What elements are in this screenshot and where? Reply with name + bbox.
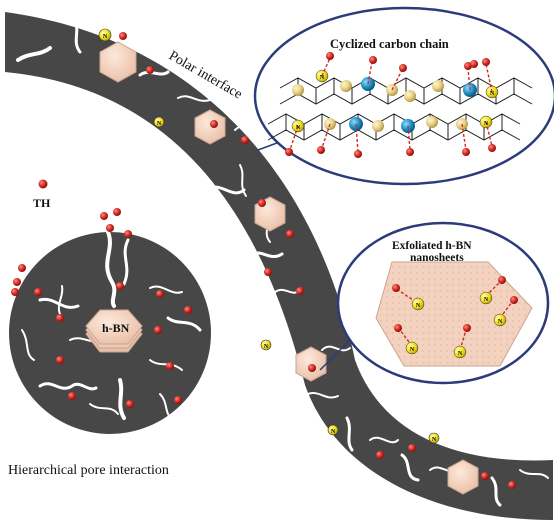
svg-text:N: N [320, 75, 325, 81]
svg-text:N: N [458, 351, 463, 357]
svg-text:N: N [103, 34, 108, 40]
svg-text:N: N [296, 125, 301, 131]
svg-text:N: N [484, 297, 489, 303]
polar-interface-band [5, 12, 553, 520]
pore-hbn-flake [85, 309, 143, 353]
nanosheet-molecules [392, 276, 518, 359]
nanosheets-label: nanosheets [410, 252, 464, 264]
svg-text:N: N [410, 347, 415, 353]
svg-text:N: N [484, 121, 489, 127]
svg-text:N: N [331, 429, 336, 435]
hbn-label: h-BN [102, 321, 130, 335]
svg-text:N: N [498, 319, 503, 325]
band-hbn-flakes [99, 41, 479, 495]
band-molecules [98, 28, 516, 489]
exfoliated-hbn-label: Exfoliated h-BN [392, 240, 472, 252]
hbn-nanosheet-texture [376, 262, 532, 366]
svg-text:N: N [264, 344, 269, 350]
th-molecule-icon [38, 179, 48, 189]
svg-text:N: N [432, 437, 437, 443]
hierarchical-pore-label: Hierarchical pore interaction [8, 463, 169, 478]
pore-molecules [11, 208, 192, 408]
nitrogen-atom-labels: N N N N N N N N N N N N N N [103, 34, 503, 443]
svg-text:N: N [490, 91, 495, 97]
cyclized-carbon-chain-label: Cyclized carbon chain [330, 37, 449, 51]
carbon-chain-oxygen-bonds [285, 52, 496, 158]
svg-text:N: N [157, 121, 162, 127]
svg-text:N: N [416, 303, 421, 309]
th-label: TH [33, 196, 51, 210]
